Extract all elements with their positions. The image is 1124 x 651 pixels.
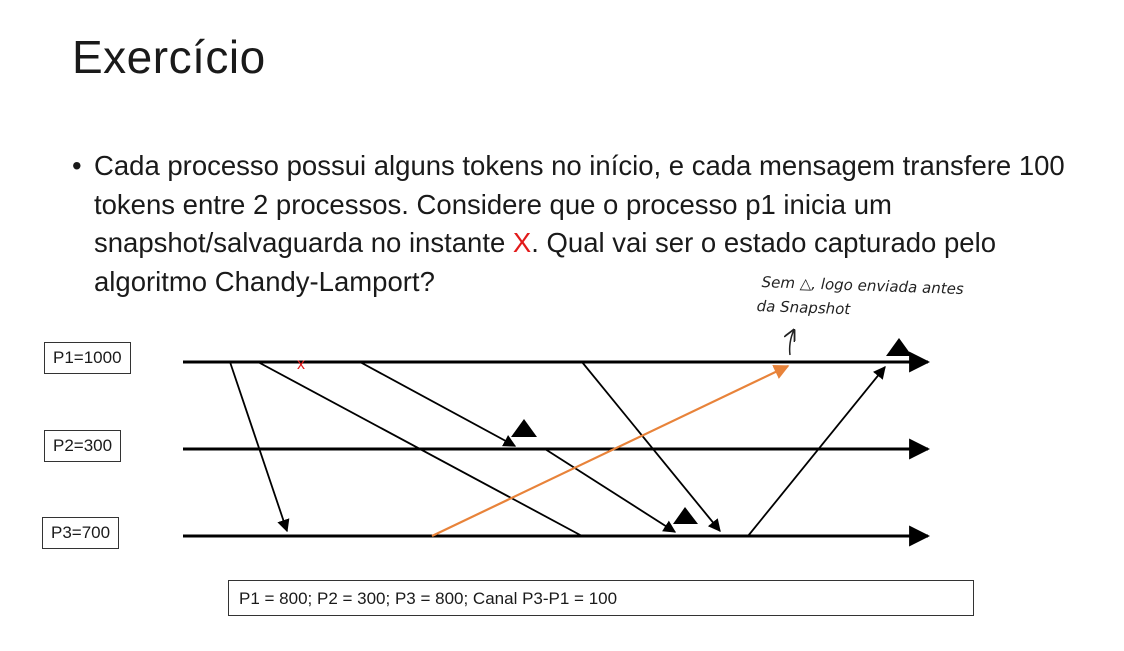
bullet-dot: • — [72, 150, 82, 181]
slide-title: Exercício — [72, 31, 266, 83]
marker-triangle-p1 — [886, 338, 912, 356]
message-p1-to-p2 — [359, 361, 517, 447]
message-p1-to-p3-early — [229, 361, 290, 533]
annotation-pointer-arrow — [790, 330, 794, 356]
message-p2-to-p3 — [544, 448, 677, 533]
bullet-text-after: . Qual vai ser o estado capturado pelo a… — [94, 227, 996, 297]
annotation-line-2: da Snapshot — [756, 297, 851, 319]
process-label-p2: P2=300 — [44, 430, 122, 462]
marker-triangle-p3 — [673, 507, 698, 524]
marker-triangle-p2 — [511, 419, 537, 437]
message-p1-to-p3-long — [257, 361, 583, 537]
answer-box: P1 = 800; P2 = 300; P3 = 800; Canal P3-P… — [228, 580, 974, 616]
message-p1-to-p3-late — [581, 361, 721, 532]
bullet-text: Cada processo possui alguns tokens no in… — [94, 147, 1102, 301]
message-p3-to-p1 — [747, 366, 886, 537]
bullet-highlight-x: X — [512, 227, 532, 258]
message-p3-to-p1-in-channel — [431, 365, 790, 537]
snapshot-start-x: x — [297, 356, 305, 373]
bullet-text-before: Cada processo possui alguns tokens no in… — [94, 150, 1065, 258]
bullet-point: • Cada processo possui alguns tokens no … — [72, 147, 1102, 301]
process-label-p1: P1=1000 — [44, 342, 131, 374]
process-label-p3: P3=700 — [42, 517, 120, 549]
